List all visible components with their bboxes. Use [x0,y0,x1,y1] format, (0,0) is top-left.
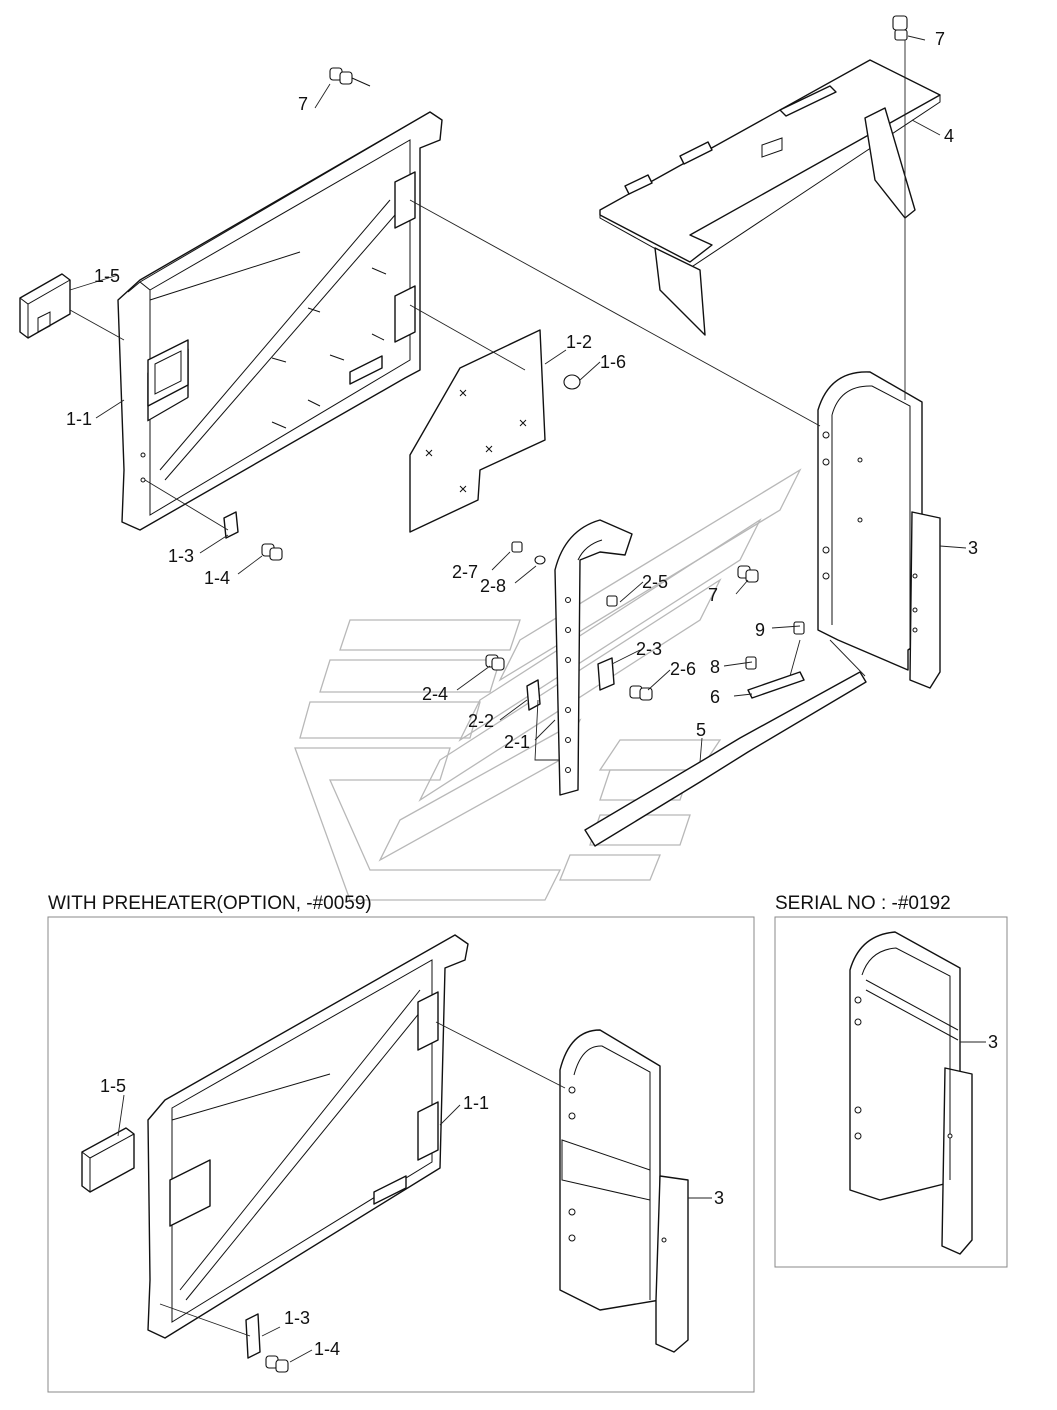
upper-bracket [599,59,941,336]
callout-labels: 7 7 4 1-5 1-1 1-2 1-6 1-3 1-4 3 2-7 2-8 … [66,29,978,752]
label-9: 9 [755,620,765,640]
label-2-2: 2-2 [468,711,494,731]
switch-box [19,273,71,339]
inset-preheater-frame [47,916,755,1393]
label-1-4: 1-4 [204,568,230,588]
bracket-2-1 [554,519,633,796]
label-3: 3 [968,538,978,558]
label-2-4: 2-4 [422,684,448,704]
clip-2-3 [597,657,615,691]
label-1-1: 1-1 [66,409,92,429]
inset-preheater-label-1-5: 1-5 [100,1076,126,1096]
clip [223,511,239,539]
inset-preheater-label-1-4: 1-4 [314,1339,340,1359]
bolt-1-4 [261,543,283,561]
label-7-top: 7 [298,94,308,114]
inset-serial-drawing [849,931,986,1255]
label-6: 6 [710,687,720,707]
bolt-7-right [892,15,908,41]
label-2-8: 2-8 [480,576,506,596]
side-panel [409,329,546,533]
label-5: 5 [696,720,706,740]
door-panel [117,111,443,531]
label-8: 8 [710,657,720,677]
inset-preheater-label-3: 3 [714,1188,724,1208]
label-2-6: 2-6 [670,659,696,679]
link [747,671,805,699]
label-1-6: 1-6 [600,352,626,372]
inset-serial-label-3: 3 [988,1032,998,1052]
label-2-3: 2-3 [636,639,662,659]
small-bolts [485,541,805,701]
inset-preheater-title: WITH PREHEATER(OPTION, -#0059) [48,893,372,914]
inset-preheater-label-1-1: 1-1 [463,1093,489,1113]
label-1-5: 1-5 [94,266,120,286]
label-2-1: 2-1 [504,732,530,752]
inset-preheater-drawing [81,934,712,1373]
radiator-stay [817,371,941,689]
label-1-2: 1-2 [566,332,592,352]
inset-serial-title: SERIAL NO : -#0192 [775,893,951,914]
clip-2-2 [526,679,541,711]
label-7-right: 7 [935,29,945,49]
inset-preheater-label-1-3: 1-3 [284,1308,310,1328]
label-1-3: 1-3 [168,546,194,566]
leader-lines [69,35,967,763]
cap [563,374,581,390]
label-2-5: 2-5 [642,572,668,592]
label-2-7: 2-7 [452,562,478,582]
inset-serial-frame [774,916,1008,1268]
rod [584,671,867,847]
watermark-logo [294,468,802,901]
bolt-7-top [329,67,371,87]
label-7-mid: 7 [708,585,718,605]
label-4: 4 [944,126,954,146]
